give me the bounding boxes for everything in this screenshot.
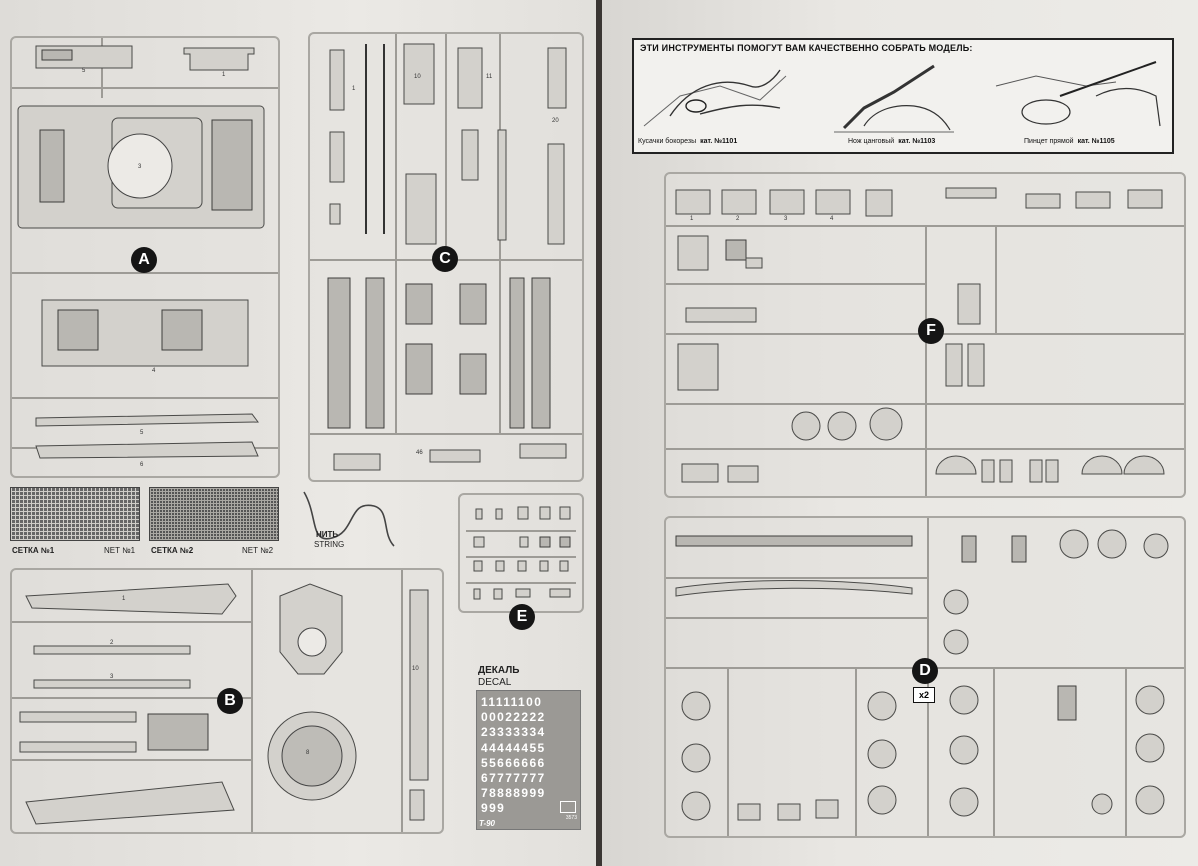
svg-text:46: 46: [416, 450, 423, 456]
sprue-d-parts: [666, 518, 1184, 836]
sprue-c-parts: 1 10 11 20 46: [310, 34, 582, 471]
decal-title-en: DECAL: [478, 677, 512, 688]
tools-panel-title: ЭТИ ИНСТРУМЕНТЫ ПОМОГУТ ВАМ КАЧЕСТВЕННО …: [640, 43, 973, 53]
mesh-net-1: [10, 487, 140, 541]
svg-text:10: 10: [414, 74, 421, 80]
decal-code: 3573: [565, 815, 577, 821]
mesh-net-2: [149, 487, 279, 541]
decal-title-ru: ДЕКАЛЬ: [478, 665, 520, 676]
svg-text:3: 3: [138, 164, 142, 170]
sprue-f-badge: F: [918, 318, 944, 344]
svg-text:2: 2: [736, 216, 740, 222]
instruction-page-left: 5 1 3 4 5 6 A: [0, 0, 596, 866]
sprue-a-frame: 5 1 3 4 5 6: [10, 36, 280, 478]
sprue-d-multiplier: x2: [913, 687, 935, 703]
string-illustration: [303, 491, 395, 547]
decal-row: 11111100: [481, 695, 543, 709]
svg-text:5: 5: [140, 430, 144, 436]
svg-text:1: 1: [222, 72, 226, 78]
sprue-a-badge: A: [131, 247, 157, 273]
tool-catalog-number: кат. №1105: [1077, 138, 1115, 145]
svg-text:3: 3: [110, 674, 114, 680]
svg-text:6: 6: [140, 462, 144, 468]
svg-text:4: 4: [830, 216, 834, 222]
tool-catalog-number: кат. №1101: [700, 138, 738, 145]
sprue-c-badge: C: [432, 246, 458, 272]
decal-emblem: [560, 801, 576, 813]
decal-row: 55666666: [481, 755, 546, 770]
decal-row: 999: [481, 801, 506, 816]
tool-name: Кусачки бокорезы: [638, 138, 697, 145]
tool-name: Нож цанговый: [848, 138, 895, 145]
decal-row: 67777777: [481, 771, 546, 786]
tweezers-illustration: [995, 61, 1161, 127]
mesh-net-2-label-ru: СЕТКА №2: [151, 546, 194, 555]
svg-text:5: 5: [82, 68, 86, 74]
mesh-net-1-label-ru: СЕТКА №1: [12, 546, 55, 555]
side-cutters-illustration: [643, 69, 787, 127]
string-label-en: STRING: [314, 540, 345, 549]
svg-text:4: 4: [152, 368, 156, 374]
sprue-b-badge: B: [217, 688, 243, 714]
decal-row: 78888999: [481, 786, 546, 801]
svg-text:1: 1: [690, 216, 694, 222]
sprue-e-frame: [458, 493, 584, 613]
mesh-net-1-label-en: NET №1: [104, 546, 136, 555]
road-wheels-right: [949, 685, 1165, 817]
decal-row: 44444455: [481, 740, 546, 755]
svg-text:20: 20: [552, 118, 559, 124]
road-wheels-mid: [867, 691, 897, 815]
svg-text:1: 1: [122, 596, 126, 602]
tool-name: Пинцет прямой: [1024, 138, 1074, 145]
svg-text:2: 2: [110, 640, 114, 646]
sprue-e-parts: [466, 506, 576, 600]
svg-text:1: 1: [352, 86, 356, 92]
track-strip-left: [327, 277, 385, 429]
sprue-a-parts: 5 1 3 4 5 6: [12, 38, 278, 468]
decal-model-name: T-90: [479, 819, 496, 828]
string-label-ru: НИТЬ: [316, 530, 339, 539]
tools-panel: ЭТИ ИНСТРУМЕНТЫ ПОМОГУТ ВАМ КАЧЕСТВЕННО …: [632, 38, 1174, 154]
svg-text:11: 11: [486, 74, 493, 80]
svg-text:3: 3: [784, 216, 788, 222]
sprue-d-badge: D: [912, 658, 938, 684]
sprue-e-badge: E: [509, 604, 535, 630]
decal-row: 23333334: [481, 725, 546, 740]
road-wheels-left: [681, 691, 711, 821]
mesh-net-2-label-en: NET №2: [242, 546, 274, 555]
sprue-b-parts: 1 2 3 8 10: [12, 570, 429, 832]
decal-row: 00022222: [481, 710, 546, 725]
tool-catalog-number: кат. №1103: [898, 138, 936, 145]
svg-text:10: 10: [412, 666, 419, 672]
svg-text:8: 8: [306, 750, 310, 756]
hobby-knife-illustration: [834, 64, 954, 133]
